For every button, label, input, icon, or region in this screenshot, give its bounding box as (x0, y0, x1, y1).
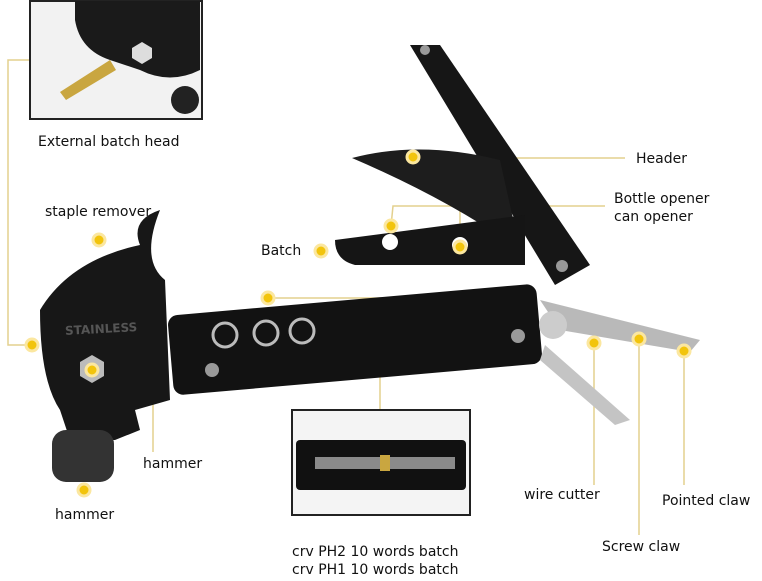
inset-bit-storage (291, 409, 471, 516)
marker-dots (24, 149, 692, 498)
label-hammer-bottom: hammer (55, 507, 115, 523)
label-can-opener: can opener (614, 209, 693, 225)
label-pointed-claw: Pointed claw (662, 493, 751, 509)
label-hammer-side: hammer (143, 456, 203, 472)
tool-body (40, 45, 700, 482)
engraving-text: STAINLESS (64, 320, 138, 338)
label-bit-ph1: crv PH1 10 words batch (292, 562, 459, 578)
label-staple-remover: staple remover (45, 204, 152, 220)
label-bit-ph2: crv PH2 10 words batch (292, 544, 459, 560)
inset-external-batch-head (29, 0, 203, 120)
label-bottle-opener: Bottle opener (614, 191, 710, 207)
label-batch: Batch (261, 243, 302, 259)
label-screw-claw: Screw claw (602, 539, 681, 555)
label-header: Header (636, 151, 687, 167)
label-external-batch-head: External batch head (38, 134, 180, 150)
label-wire-cutter: wire cutter (524, 487, 600, 503)
